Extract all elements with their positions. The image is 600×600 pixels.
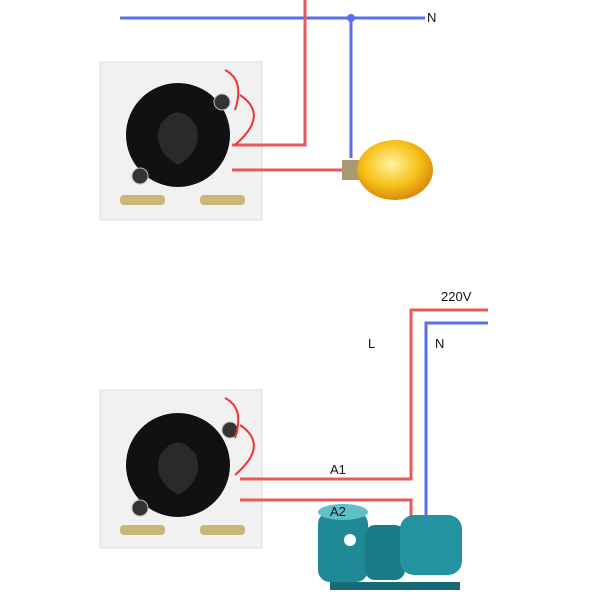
mount-screw xyxy=(131,167,149,185)
dial-knob xyxy=(158,112,198,165)
neutral-label-bottom: N xyxy=(435,336,445,351)
internal-wires xyxy=(224,397,255,476)
live-label: L xyxy=(368,336,376,351)
live-wire xyxy=(232,0,307,147)
screw-terminal xyxy=(200,195,245,205)
supply-voltage-label: 220V xyxy=(441,289,472,304)
pump-wire-a2 xyxy=(240,498,413,520)
terminal-a1-label: A1 xyxy=(330,462,346,477)
bottom-switch xyxy=(99,389,263,549)
screw-terminal xyxy=(200,525,245,535)
live-wire-a1 xyxy=(240,308,488,481)
terminal-a2-label: A2 xyxy=(330,504,346,519)
mount-screw xyxy=(213,93,231,111)
mount-screw xyxy=(131,499,149,517)
top-switch xyxy=(99,61,263,221)
dial-knob xyxy=(158,442,198,495)
neutral-label: N xyxy=(427,10,437,25)
screw-terminal xyxy=(120,195,165,205)
screw-terminal xyxy=(120,525,165,535)
neutral-wire xyxy=(424,321,488,520)
internal-wires xyxy=(224,69,255,146)
pump-icon xyxy=(318,504,462,590)
light-bulb-icon xyxy=(342,140,433,200)
